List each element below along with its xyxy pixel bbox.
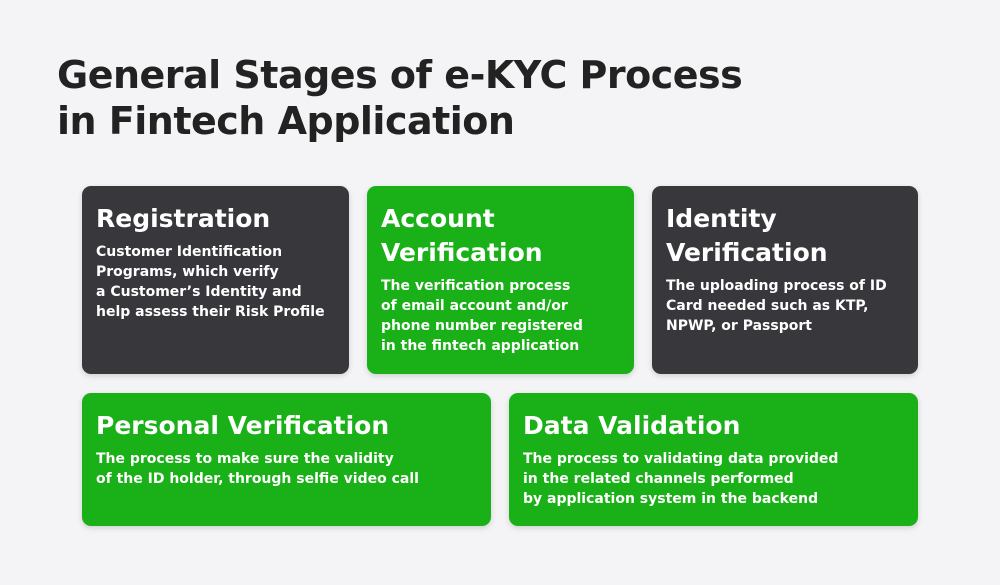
stage-description-line: phone number registered xyxy=(381,318,583,334)
stage-title-line: Verification xyxy=(381,238,543,267)
stage-description-line: The process to validating data provided xyxy=(523,451,839,467)
stage-description-line: The verification process xyxy=(381,278,571,294)
stage-description-line: Customer Identification xyxy=(96,244,283,260)
stage-card-personal-verification: Personal Verification The process to mak… xyxy=(82,393,491,526)
stage-title: Registration xyxy=(96,202,335,236)
stage-description-line: by application system in the backend xyxy=(523,491,819,507)
page-title: General Stages of e-KYC Process in Finte… xyxy=(57,52,957,144)
stage-description-line: a Customer’s Identity and xyxy=(96,284,302,300)
stage-title: Data Validation xyxy=(523,409,904,443)
stage-description-line: in the fintech application xyxy=(381,338,580,354)
stage-title-line: Identity xyxy=(666,204,777,233)
stage-description: The process to make sure the validity of… xyxy=(96,449,477,489)
stage-title-line: Account xyxy=(381,204,495,233)
stage-title: Account Verification xyxy=(381,202,620,270)
stage-title: Personal Verification xyxy=(96,409,477,443)
stage-title-line: Personal Verification xyxy=(96,411,390,440)
stage-description-line: Card needed such as KTP, xyxy=(666,298,869,314)
stage-description-line: Programs, which verify xyxy=(96,264,279,280)
stage-description-line: NPWP, or Passport xyxy=(666,318,812,334)
stage-description-line: help assess their Risk Profile xyxy=(96,304,325,320)
stage-title-line: Registration xyxy=(96,204,271,233)
stage-description: The verification process of email accoun… xyxy=(381,276,620,356)
stage-title-line: Verification xyxy=(666,238,828,267)
stage-description: The uploading process of ID Card needed … xyxy=(666,276,904,336)
stage-description-line: of email account and/or xyxy=(381,298,568,314)
stage-title-line: Data Validation xyxy=(523,411,741,440)
stage-description-line: The process to make sure the validity xyxy=(96,451,394,467)
stage-description: The process to validating data provided … xyxy=(523,449,904,509)
stage-description-line: of the ID holder, through selfie video c… xyxy=(96,471,419,487)
stage-description-line: The uploading process of ID xyxy=(666,278,887,294)
page-title-line-2: in Fintech Application xyxy=(57,99,515,143)
stage-card-registration: Registration Customer Identification Pro… xyxy=(82,186,349,374)
page-title-line-1: General Stages of e-KYC Process xyxy=(57,53,743,97)
stage-title: Identity Verification xyxy=(666,202,904,270)
stage-card-identity-verification: Identity Verification The uploading proc… xyxy=(652,186,918,374)
stage-description-line: in the related channels performed xyxy=(523,471,794,487)
stage-card-account-verification: Account Verification The verification pr… xyxy=(367,186,634,374)
stage-description: Customer Identification Programs, which … xyxy=(96,242,335,322)
stage-card-data-validation: Data Validation The process to validatin… xyxy=(509,393,918,526)
